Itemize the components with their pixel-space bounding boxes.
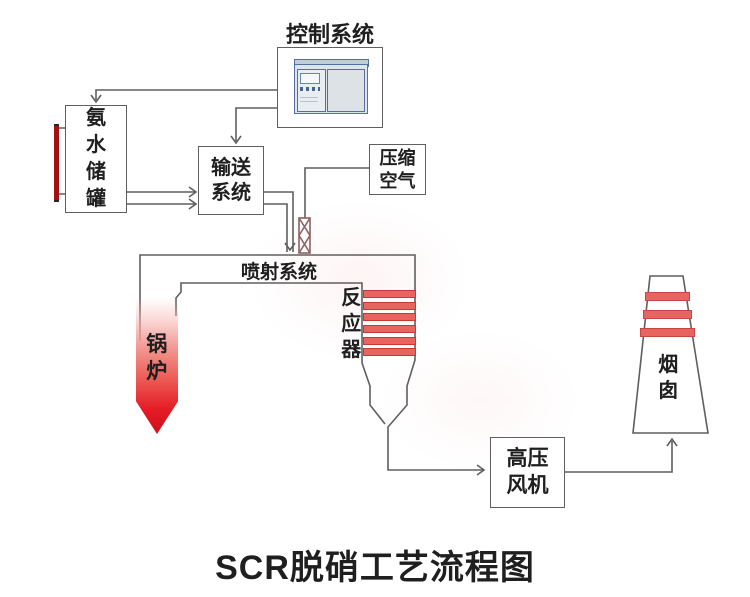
tank-level-gauge — [54, 124, 59, 202]
pipe-control-to-transport — [235, 107, 277, 141]
arrowhead-down-icon — [230, 135, 242, 145]
chimney-band — [640, 328, 695, 337]
catalyst-layer — [363, 290, 416, 298]
cabinet-right-panel — [327, 69, 365, 112]
catalyst-layer — [363, 337, 416, 345]
injector-valve-icon — [298, 217, 311, 254]
level-gauge-bracket — [59, 127, 65, 195]
arrowhead-down-icon — [90, 94, 102, 104]
control-system-label: 控制系统 — [285, 22, 374, 47]
arrowhead-down-icon — [284, 242, 296, 252]
hp-fan-box: 高压 风机 — [490, 437, 565, 508]
pipe-transport-to-duct-outer — [264, 191, 294, 252]
pipe-fan-to-chimney — [565, 441, 673, 473]
arrowhead-right-icon — [188, 186, 198, 198]
arrowhead-right-icon — [476, 464, 486, 476]
boiler-flame-gradient — [136, 298, 178, 434]
cabinet-display — [300, 73, 320, 84]
cabinet-buttons — [300, 87, 320, 91]
boiler-label: 锅炉 — [146, 333, 168, 384]
compressed-air-label: 压缩 空气 — [379, 148, 416, 191]
hp-fan-label: 高压 风机 — [506, 447, 549, 497]
catalyst-layer — [363, 302, 416, 310]
catalyst-layer — [363, 348, 416, 356]
pipe-control-to-tank — [95, 89, 277, 100]
catalyst-layer — [363, 313, 416, 321]
injection-system-label: 喷射系统 — [241, 262, 318, 283]
ammonia-tank-label: 氨水储罐 — [85, 107, 106, 210]
control-cabinet-image — [294, 59, 369, 115]
transport-system-label: 输送 系统 — [211, 156, 251, 204]
reactor-label: 反应器 — [341, 287, 362, 361]
duct-outer-outline — [139, 254, 483, 471]
diagram-title: SCR脱硝工艺流程图 — [215, 549, 535, 587]
pipe-transport-to-duct-inner — [264, 203, 288, 252]
chimney-label: 烟囱 — [658, 354, 679, 402]
cabinet-vent — [300, 97, 318, 105]
catalyst-layer — [363, 325, 416, 333]
ammonia-tank-box: 氨水储罐 — [65, 105, 127, 213]
transport-system-box: 输送 系统 — [198, 146, 264, 215]
pipe-compressed-air — [304, 167, 369, 218]
chimney-band — [645, 292, 690, 301]
arrowhead-right-icon — [188, 198, 198, 210]
compressed-air-box: 压缩 空气 — [369, 144, 426, 195]
arrowhead-up-icon — [666, 437, 678, 447]
chimney-band — [643, 310, 692, 319]
duct-inner-outline — [175, 282, 386, 425]
